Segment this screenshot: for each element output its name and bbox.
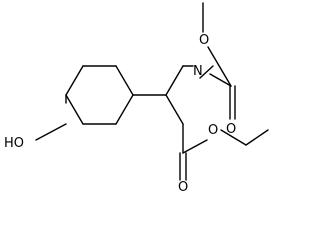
- piperidine-ring: [132, 65, 214, 125]
- methyl-carbonyl-oxygen-label: O: [226, 122, 236, 137]
- bond-ring-a-5: [65, 65, 84, 96]
- bond-carbonyl-ester-o: [207, 46, 232, 87]
- bond-ethyl-ch2-ch3: [245, 129, 269, 146]
- methyl-ester-oxygen-label: O: [199, 33, 209, 48]
- bond-hydroxyl-2: [35, 123, 67, 141]
- bond-ring-a-4: [65, 94, 84, 125]
- bond-ring-b-5: [165, 94, 184, 125]
- bond-ethyl-o-ch2: [220, 129, 247, 146]
- hydroxyl-label: HO: [4, 136, 24, 151]
- hydroxyl-group: HO: [4, 94, 67, 151]
- ethyl-ester-group: O O: [178, 123, 269, 192]
- methyl-carbamate-group: N O O: [193, 2, 236, 137]
- ethyl-ester-oxygen-label: O: [208, 123, 218, 138]
- bond-ring-a-2: [115, 65, 134, 96]
- ethyl-carbonyl-oxygen-label: O: [178, 180, 188, 192]
- bond-ring-fusion: [115, 94, 134, 125]
- bond-n-carbonyl: [209, 73, 232, 87]
- molecule-diagram: HO N O O O O: [4, 2, 269, 192]
- cyclohexane-ring: [65, 65, 134, 125]
- bond-ring-b-4: [199, 65, 214, 79]
- ring-nitrogen-label: N: [193, 64, 203, 79]
- bond-ring-b-2: [165, 65, 184, 96]
- bond-carbonyl-to-ethyl-o: [182, 139, 208, 154]
